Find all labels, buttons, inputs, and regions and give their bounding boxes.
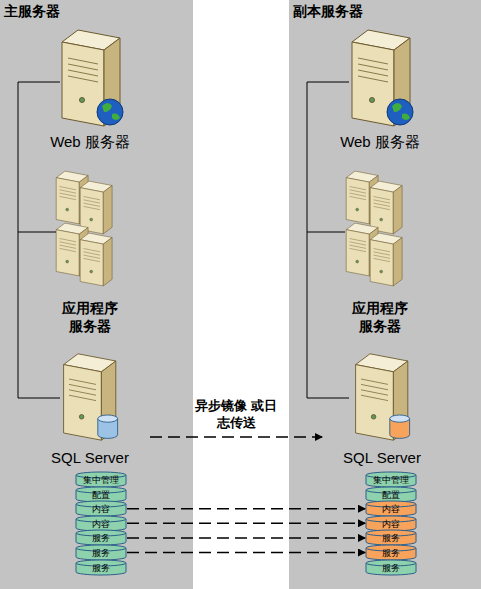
server-label: 应用程序 服务器 — [58, 299, 122, 335]
server-panel: 副本服务器Web 服务器应用程序 服务器SQL Server集中管理配置内容内容… — [289, 0, 481, 589]
disk-label: 集中管理 — [365, 474, 417, 486]
database-disk: 内容 — [365, 501, 417, 516]
disk-label: 服务 — [75, 547, 127, 559]
database-disk: 集中管理 — [75, 472, 127, 487]
app-server: 应用程序 服务器 — [320, 170, 440, 335]
panel-title: 副本服务器 — [293, 3, 363, 21]
server-label: SQL Server — [30, 449, 150, 466]
disk-label: 集中管理 — [75, 474, 127, 486]
database-disk: 服务 — [365, 560, 417, 575]
sql-server: SQL Server — [322, 352, 442, 466]
database-disk: 服务 — [75, 530, 127, 545]
web-server: Web 服务器 — [320, 28, 440, 152]
database-disk: 内容 — [75, 516, 127, 531]
database-disk: 服务 — [365, 530, 417, 545]
replication-arrow — [150, 436, 322, 438]
server-label: SQL Server — [322, 449, 442, 466]
replication-arrow — [127, 508, 365, 510]
replication-arrow — [127, 552, 365, 554]
server-label: Web 服务器 — [30, 133, 150, 152]
database-disk: 配置 — [75, 487, 127, 502]
database-disk: 内容 — [365, 516, 417, 531]
database-disk: 服务 — [365, 545, 417, 560]
disk-label: 服务 — [75, 532, 127, 544]
web-server: Web 服务器 — [30, 28, 150, 152]
edge-label: 异步镜像 或日志传送 — [194, 397, 278, 431]
database-disk: 服务 — [75, 545, 127, 560]
database-disk: 集中管理 — [365, 472, 417, 487]
database-disk: 内容 — [75, 501, 127, 516]
disk-label: 内容 — [75, 518, 127, 530]
disk-label: 内容 — [365, 503, 417, 515]
sql-server: SQL Server — [30, 352, 150, 466]
server-panel: 主服务器Web 服务器应用程序 服务器SQL Server集中管理配置内容内容服… — [0, 0, 193, 589]
disk-label: 内容 — [365, 518, 417, 530]
disk-label: 服务 — [365, 562, 417, 574]
disk-label: 内容 — [75, 503, 127, 515]
disk-label: 服务 — [365, 532, 417, 544]
replication-arrow — [127, 523, 365, 525]
database-disk: 配置 — [365, 487, 417, 502]
disk-label: 服务 — [75, 562, 127, 574]
database-disk: 服务 — [75, 560, 127, 575]
server-icon — [322, 352, 442, 466]
server-label: Web 服务器 — [320, 133, 440, 152]
panel-title: 主服务器 — [4, 3, 60, 21]
disk-label: 配置 — [365, 489, 417, 501]
replication-arrow — [127, 537, 365, 539]
server-label: 应用程序 服务器 — [348, 299, 412, 335]
disk-label: 服务 — [365, 547, 417, 559]
disk-label: 配置 — [75, 489, 127, 501]
server-icon — [30, 352, 150, 466]
app-server: 应用程序 服务器 — [30, 170, 150, 335]
